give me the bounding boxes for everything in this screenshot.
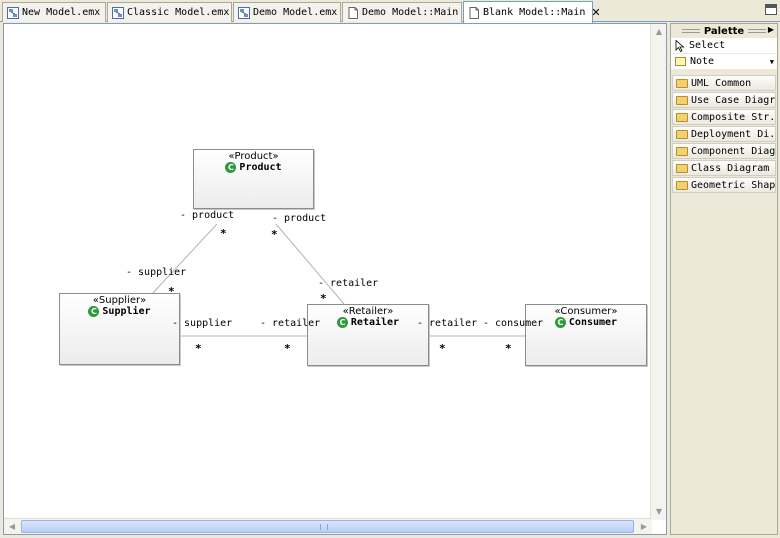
class-icon: C (88, 306, 100, 317)
scroll-left-icon[interactable]: ◀ (4, 519, 20, 534)
arrow-cursor-icon (675, 39, 685, 52)
stereotype-label: «Supplier» (92, 295, 147, 306)
role-label[interactable]: - retailer (318, 278, 379, 289)
drawer-composite-structure[interactable]: Composite Str... (672, 109, 776, 125)
tab-demo-model[interactable]: Demo Model.emx (233, 2, 341, 22)
model-icon (238, 6, 250, 19)
multiplicity-label[interactable]: * (320, 292, 327, 305)
stereotype-label: «Retailer» (342, 306, 394, 317)
multiplicity-label[interactable]: * (505, 342, 512, 355)
folder-icon (676, 163, 688, 173)
stereotype-label: «Product» (228, 151, 279, 162)
tool-note[interactable]: Note ▼ (671, 54, 777, 70)
palette-expand-icon[interactable]: ▶ (767, 25, 774, 34)
folder-icon (676, 180, 688, 190)
scroll-up-icon[interactable]: ▲ (651, 24, 666, 40)
scroll-thumb[interactable] (21, 520, 634, 533)
multiplicity-label[interactable]: * (195, 342, 202, 355)
tab-new-model[interactable]: New Model.emx (2, 2, 106, 22)
folder-icon (676, 112, 688, 122)
role-label[interactable]: - supplier (172, 318, 233, 329)
tab-label: Classic Model.emx (127, 7, 230, 18)
class-icon: C (336, 317, 348, 328)
drawer-geometric-shapes[interactable]: Geometric Shapes (672, 177, 776, 193)
multiplicity-label[interactable]: * (439, 342, 446, 355)
multiplicity-label[interactable]: * (271, 228, 278, 241)
drawer-component-diagram[interactable]: Component Diagram (672, 143, 776, 159)
palette-panel: Palette ▶ Select Note ▼ UML Common Use C… (670, 23, 778, 535)
tab-label: Demo Model::Main (362, 7, 459, 18)
model-icon (7, 6, 19, 19)
tab-demo-model-main[interactable]: Demo Model::Main (342, 2, 462, 22)
note-icon (675, 57, 686, 66)
association-product-supplier[interactable] (151, 223, 218, 295)
maximize-button[interactable] (765, 4, 777, 15)
tab-blank-model-main[interactable]: Blank Model::Main ✕ (463, 1, 601, 23)
association-lines (151, 223, 525, 337)
folder-icon (676, 78, 688, 88)
drawer-use-case-diagram[interactable]: Use Case Diagram (672, 92, 776, 108)
role-label[interactable]: - consumer (483, 318, 544, 329)
class-icon: C (225, 162, 237, 173)
editor-tab-bar: New Model.emx Classic Model.emx Demo Mod… (0, 0, 780, 23)
folder-icon (676, 146, 688, 156)
role-label[interactable]: - product (272, 213, 327, 224)
horizontal-scrollbar[interactable]: ◀ ▶ (4, 518, 652, 534)
palette-title: Palette (703, 25, 745, 37)
role-label[interactable]: - product (180, 210, 235, 221)
chevron-down-icon[interactable]: ▼ (769, 57, 774, 66)
palette-header[interactable]: Palette ▶ (671, 24, 777, 38)
folder-icon (676, 129, 688, 139)
diagram-icon (348, 6, 358, 19)
tab-label: Blank Model::Main (483, 7, 586, 18)
stereotype-label: «Consumer» (554, 306, 618, 317)
vertical-scrollbar[interactable]: ▲ ▼ (650, 24, 666, 520)
tool-select[interactable]: Select (671, 38, 777, 54)
scroll-right-icon[interactable]: ▶ (636, 519, 652, 534)
diagram-icon (469, 6, 479, 19)
role-label[interactable]: - supplier (126, 267, 187, 278)
folder-icon (676, 95, 688, 105)
association-product-retailer[interactable] (275, 223, 345, 305)
tab-label: New Model.emx (22, 7, 101, 18)
model-icon (112, 6, 124, 19)
tab-classic-model[interactable]: Classic Model.emx (107, 2, 232, 22)
role-label[interactable]: - retailer (417, 318, 478, 329)
drawer-class-diagram[interactable]: Class Diagram (672, 160, 776, 176)
drawer-deployment-diagram[interactable]: Deployment Di... (672, 126, 776, 142)
multiplicity-label[interactable]: * (284, 342, 291, 355)
class-icon: C (554, 317, 566, 328)
tool-label: Note (690, 56, 715, 67)
role-label[interactable]: - retailer (260, 318, 321, 329)
drawer-uml-common[interactable]: UML Common (672, 75, 776, 91)
multiplicity-label[interactable]: * (220, 227, 227, 240)
tool-label: Select (689, 40, 726, 51)
close-icon[interactable]: ✕ (591, 6, 601, 19)
tab-label: Demo Model.emx (253, 7, 338, 18)
multiplicity-label[interactable]: * (168, 285, 175, 298)
scroll-down-icon[interactable]: ▼ (651, 504, 666, 520)
